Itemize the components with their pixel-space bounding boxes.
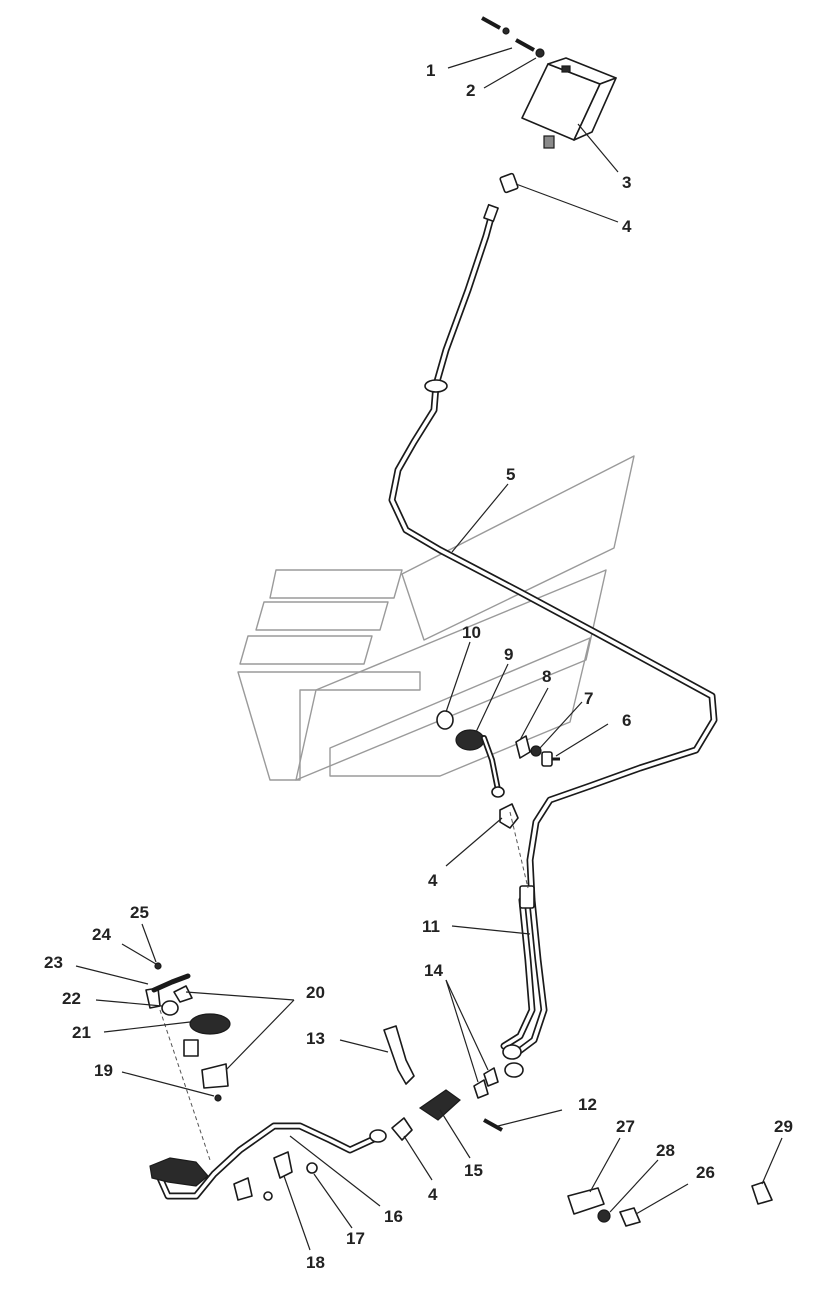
callout-17: 17 [346, 1229, 365, 1248]
callout-4-mid: 4 [428, 871, 438, 890]
part-12-screw [483, 1118, 503, 1132]
part-24-strap [151, 973, 191, 993]
callout-18: 18 [306, 1253, 325, 1272]
tube-11-nut [502, 1044, 522, 1060]
mount-tab [561, 65, 571, 73]
callout-4-low: 4 [428, 1185, 438, 1204]
callout-14: 14 [424, 961, 443, 980]
callout-1: 1 [426, 61, 435, 80]
callout-26: 26 [696, 1163, 715, 1182]
fitting-cluster [149, 1157, 209, 1187]
callout-4-top: 4 [622, 217, 632, 236]
callout-12: 12 [578, 1095, 597, 1114]
callout-10: 10 [462, 623, 481, 642]
part-22-bushing [161, 1000, 179, 1016]
callout-8: 8 [542, 667, 551, 686]
part-20-clamp-upper [173, 985, 193, 1003]
tube-5-end-fitting [483, 203, 499, 223]
callout-25: 25 [130, 903, 149, 922]
part-25-nut [154, 962, 162, 970]
callout-13: 13 [306, 1029, 325, 1048]
assembly-line [509, 811, 529, 889]
callout-22: 22 [62, 989, 81, 1008]
callout-9: 9 [504, 645, 513, 664]
tube-5 [388, 203, 718, 904]
clamp-small [233, 1177, 253, 1201]
connector-pin [543, 135, 555, 149]
callout-20: 20 [306, 983, 325, 1002]
part-4-clip-low [391, 1117, 413, 1141]
callouts: 1 2 3 4 5 6 7 8 9 10 4 11 12 13 14 15 16… [44, 61, 793, 1272]
callout-15: 15 [464, 1161, 483, 1180]
part-10-o-ring [436, 710, 454, 730]
leader-lines [75, 47, 783, 1251]
tube-16-end-nut [369, 1129, 387, 1143]
part-28-washer [597, 1209, 611, 1223]
part-8-clamp [515, 735, 531, 759]
part-3-control-unit [521, 57, 617, 149]
part-19-screw [214, 1094, 222, 1102]
callout-7: 7 [584, 689, 593, 708]
part-14-clamp [483, 1067, 499, 1087]
part-13-bracket [383, 1025, 415, 1085]
part-6-bolt [541, 751, 560, 767]
part-20-clamp-lower [201, 1063, 229, 1089]
tube-11-nut [504, 1062, 524, 1078]
part-17-nut [306, 1162, 318, 1174]
assembly-line [159, 1009, 211, 1161]
part-1-2-fasteners [481, 16, 545, 58]
callout-21: 21 [72, 1023, 91, 1042]
part-21-valve [183, 1013, 231, 1057]
part-29-clip [751, 1181, 773, 1205]
callout-3: 3 [622, 173, 631, 192]
callout-28: 28 [656, 1141, 675, 1160]
callout-19: 19 [94, 1061, 113, 1080]
callout-5: 5 [506, 465, 515, 484]
bolt-small [263, 1191, 273, 1201]
callout-11: 11 [422, 917, 440, 936]
part-15-fitting [418, 1089, 461, 1121]
part-18-clamp [273, 1151, 293, 1179]
tube-11-clip [519, 885, 535, 909]
tube-11 [500, 885, 548, 1078]
callout-2: 2 [466, 81, 475, 100]
callout-23: 23 [44, 953, 63, 972]
part-4-clip-top [499, 172, 519, 194]
callout-27: 27 [616, 1117, 635, 1136]
part-7-washer [530, 745, 542, 757]
part-26-bolt [619, 1207, 641, 1227]
callout-29: 29 [774, 1117, 793, 1136]
watermark-logo [237, 455, 635, 781]
callout-24: 24 [92, 925, 111, 944]
grommet [424, 379, 448, 393]
part-14-clamp [473, 1079, 489, 1099]
part-9-sensor [455, 729, 505, 798]
part-4-clip-mid [499, 803, 519, 829]
callout-16: 16 [384, 1207, 403, 1226]
part-27-bracket [567, 1187, 605, 1215]
tube-16 [149, 1122, 387, 1200]
callout-6: 6 [622, 711, 631, 730]
